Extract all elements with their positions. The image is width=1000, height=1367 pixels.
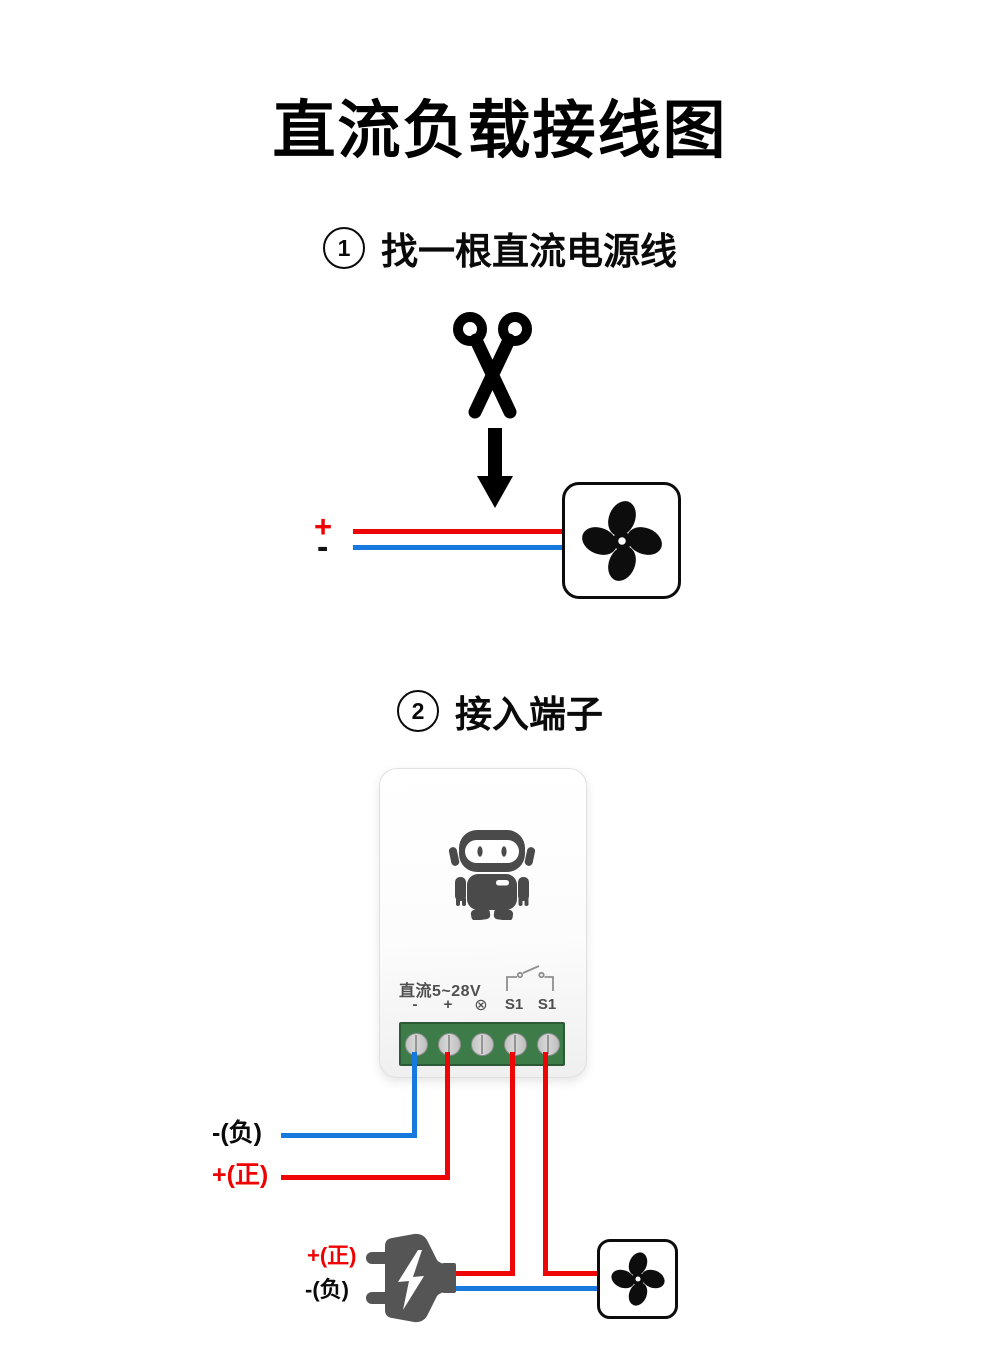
switch-contact-icon [506, 965, 554, 991]
terminal-screw [503, 1033, 527, 1056]
terminal-label-antenna: ⊗ [474, 997, 488, 1014]
step1-label: 找一根直流电源线 [381, 231, 677, 272]
fan-icon [608, 1249, 667, 1309]
fan-icon [577, 496, 666, 585]
negative-mark: - [317, 528, 329, 566]
step1-header: 1 找一根直流电源线 [0, 221, 1000, 275]
voltage-range-label: 直流5~28V [399, 983, 482, 1000]
negative-wire [353, 545, 564, 550]
plug-negative-label: -(负) [305, 1277, 349, 1302]
down-arrow-icon [477, 428, 513, 508]
step2-label: 接入端子 [455, 694, 603, 735]
switch-device: 直流5~28V - + ⊗ S1 S1 [379, 768, 587, 1078]
s1-left-wire-vertical [510, 1052, 515, 1276]
robot-logo-icon [449, 830, 535, 920]
step2-header: 2 接入端子 [0, 684, 1000, 738]
positive-terminal-label: +(正) [212, 1161, 269, 1189]
positive-mark: + [314, 509, 333, 544]
fan-load-box [562, 482, 681, 599]
terminal-label-s1-right: S1 [537, 996, 557, 1013]
step1-number-badge: 1 [323, 227, 365, 269]
terminal-label-plus: + [443, 996, 453, 1013]
negative-wire-vertical [412, 1052, 417, 1138]
positive-wire-horizontal [281, 1175, 450, 1180]
step2-number-badge: 2 [397, 690, 439, 732]
terminal-label-s1-left: S1 [504, 996, 524, 1013]
plug-positive-label: +(正) [307, 1243, 357, 1268]
negative-wire-horizontal [281, 1133, 417, 1138]
s1-left-wire-horizontal [450, 1271, 515, 1276]
lightning-bolt-icon [398, 1250, 424, 1310]
page-title: 直流负载接线图 [272, 96, 728, 166]
s1-right-wire-horizontal [543, 1271, 600, 1276]
s1-right-wire-vertical [543, 1052, 548, 1276]
positive-wire-vertical [445, 1052, 450, 1180]
supply-negative-wire [450, 1286, 600, 1291]
terminal-block [399, 1022, 565, 1066]
scissors-icon [453, 312, 532, 419]
negative-terminal-label: -(负) [212, 1119, 262, 1147]
fan-load-box-2 [597, 1239, 678, 1319]
terminal-screw [536, 1033, 560, 1056]
terminal-label-minus: - [412, 996, 418, 1013]
positive-wire [353, 529, 564, 534]
terminal-screw [470, 1033, 494, 1056]
power-plug-icon [366, 1233, 456, 1323]
